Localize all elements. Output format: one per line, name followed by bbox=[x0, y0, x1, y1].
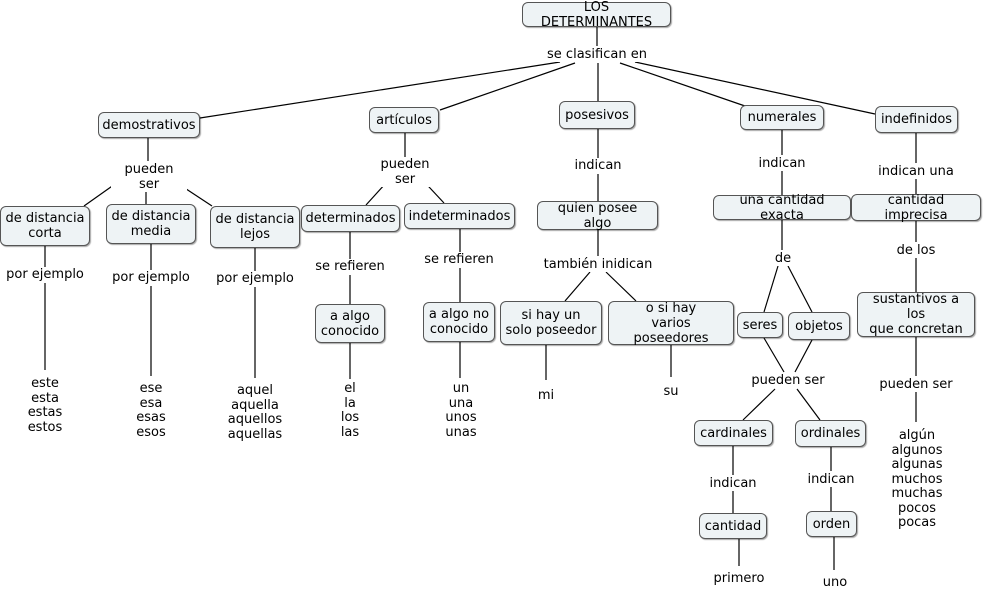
indeterminados-node[interactable]: indeterminados bbox=[404, 203, 515, 229]
indeterminados-link-label: se refieren bbox=[419, 252, 499, 267]
connector bbox=[742, 388, 776, 421]
posesivos-link-label: indican bbox=[566, 158, 630, 173]
media-examples: ese esa esas esos bbox=[121, 381, 181, 440]
numerales-link3-label: pueden ser bbox=[748, 373, 828, 388]
lejos-examples: aquel aquella aquellos aquellas bbox=[218, 383, 292, 442]
algo-no-conocido-node[interactable]: a algo no conocido bbox=[423, 302, 495, 342]
solo-poseedor-example: mi bbox=[531, 388, 561, 403]
distancia-corta-node[interactable]: de distancia corta bbox=[0, 206, 90, 246]
quien-posee-node[interactable]: quien posee algo bbox=[537, 201, 658, 231]
connector bbox=[763, 265, 779, 313]
articulos-link-label: pueden ser bbox=[367, 157, 443, 187]
connector bbox=[605, 271, 637, 302]
solo-poseedor-node[interactable]: si hay un solo poseedor bbox=[500, 301, 602, 345]
seres-node[interactable]: seres bbox=[737, 312, 783, 338]
ordinales-node[interactable]: ordinales bbox=[795, 420, 866, 447]
connector bbox=[787, 265, 813, 313]
cardinales-link-label: indican bbox=[704, 476, 762, 491]
connector bbox=[564, 271, 591, 302]
numerales-node[interactable]: numerales bbox=[740, 105, 824, 130]
indefinidos-link3-label: pueden ser bbox=[876, 377, 956, 392]
demostrativos-link-label: pueden ser bbox=[111, 162, 187, 192]
distancia-media-node[interactable]: de distancia media bbox=[106, 204, 196, 244]
sustantivos-node[interactable]: sustantivos a los que concretan bbox=[857, 292, 975, 337]
indefinidos-node[interactable]: indefinidos bbox=[875, 106, 958, 133]
root-node[interactable]: LOS DETERMINANTES bbox=[522, 0, 671, 30]
indeterminados-examples: un una unos unas bbox=[436, 381, 486, 440]
articulos-node[interactable]: artículos bbox=[369, 107, 439, 133]
corta-examples: este esta estas estos bbox=[15, 376, 75, 435]
cantidad-exacta-node[interactable]: una cantidad exacta bbox=[713, 193, 851, 223]
distancia-lejos-node[interactable]: de distancia lejos bbox=[210, 206, 300, 248]
connector bbox=[794, 339, 813, 373]
connector bbox=[199, 61, 561, 119]
cardinales-node[interactable]: cardinales bbox=[694, 420, 773, 446]
varios-poseedores-node[interactable]: o si hay varios poseedores bbox=[608, 301, 734, 346]
media-link-label: por ejemplo bbox=[109, 270, 193, 285]
corta-link-label: por ejemplo bbox=[3, 267, 87, 282]
cantidad-imprecisa-node[interactable]: cantidad imprecisa bbox=[851, 193, 981, 223]
numerales-link2-label: de bbox=[770, 251, 796, 266]
indefinidos-link2-label: de los bbox=[888, 243, 944, 258]
cardinales-example: primero bbox=[707, 571, 771, 586]
ordinales-example: uno bbox=[817, 575, 853, 590]
connector bbox=[634, 61, 876, 115]
demostrativos-node[interactable]: demostrativos bbox=[98, 112, 200, 138]
orden-node[interactable]: orden bbox=[806, 511, 857, 537]
posesivos-link2-label: también inidican bbox=[541, 257, 655, 272]
numerales-link-label: indican bbox=[752, 156, 812, 171]
determinados-examples: el la los las bbox=[330, 381, 370, 440]
objetos-node[interactable]: objetos bbox=[788, 312, 850, 340]
connector bbox=[619, 62, 746, 107]
root-link-label: se clasifican en bbox=[545, 47, 649, 62]
determinados-link-label: se refieren bbox=[310, 259, 390, 274]
indefinidos-link-label: indican una bbox=[875, 164, 957, 179]
algo-conocido-node[interactable]: a algo conocido bbox=[315, 304, 385, 343]
posesivos-node[interactable]: posesivos bbox=[559, 101, 635, 129]
lejos-link-label: por ejemplo bbox=[213, 271, 297, 286]
cantidad-node[interactable]: cantidad bbox=[699, 513, 767, 539]
connector bbox=[796, 388, 821, 421]
indefinidos-examples: algún algunos algunas muchos muchas poco… bbox=[885, 428, 949, 531]
determinados-node[interactable]: determinados bbox=[301, 205, 400, 232]
ordinales-link-label: indican bbox=[802, 472, 860, 487]
connector bbox=[439, 62, 576, 111]
varios-poseedores-example: su bbox=[656, 384, 686, 399]
connector bbox=[763, 337, 785, 373]
